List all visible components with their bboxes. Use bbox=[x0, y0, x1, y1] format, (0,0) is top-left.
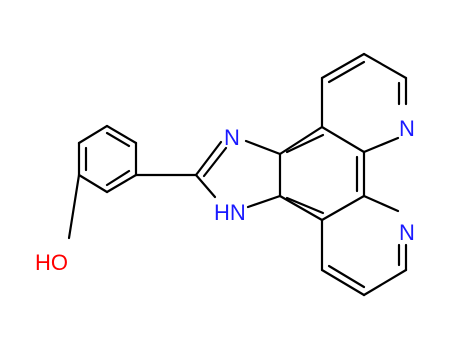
hydroxyl-label: HO bbox=[35, 250, 68, 275]
bond bbox=[320, 194, 366, 222]
double-bond bbox=[202, 146, 228, 178]
central-ring bbox=[278, 125, 366, 222]
double-bond bbox=[327, 60, 366, 84]
imidazole-nh-label: HN bbox=[214, 200, 246, 225]
imidazole-n-label: N bbox=[224, 125, 240, 150]
bond bbox=[77, 173, 109, 194]
bond bbox=[320, 52, 366, 80]
bond-c-o bbox=[67, 173, 81, 240]
bond bbox=[362, 194, 400, 213]
bond bbox=[362, 52, 408, 80]
double-bond bbox=[105, 131, 131, 148]
bond bbox=[194, 173, 217, 199]
bond bbox=[320, 268, 366, 297]
bond bbox=[362, 136, 400, 154]
pyridine-n-lower-label: N bbox=[399, 220, 415, 245]
bond bbox=[320, 125, 366, 154]
bond bbox=[77, 124, 109, 145]
phenol-ring bbox=[77, 124, 138, 194]
bond bbox=[246, 194, 282, 209]
bond bbox=[362, 268, 408, 297]
bond bbox=[105, 173, 138, 194]
upper-pyridine-ring bbox=[320, 52, 408, 154]
pyridine-n-upper-label: N bbox=[399, 116, 415, 141]
bond bbox=[278, 194, 324, 222]
bond bbox=[194, 140, 223, 177]
double-bond bbox=[327, 264, 366, 289]
imidazole-ring bbox=[194, 139, 282, 209]
double-bond bbox=[105, 169, 131, 187]
bond bbox=[278, 125, 324, 156]
double-bond bbox=[285, 196, 325, 215]
double-bond bbox=[285, 133, 325, 154]
lower-pyridine-ring bbox=[320, 194, 408, 297]
bond bbox=[105, 124, 138, 145]
bond bbox=[244, 139, 282, 156]
